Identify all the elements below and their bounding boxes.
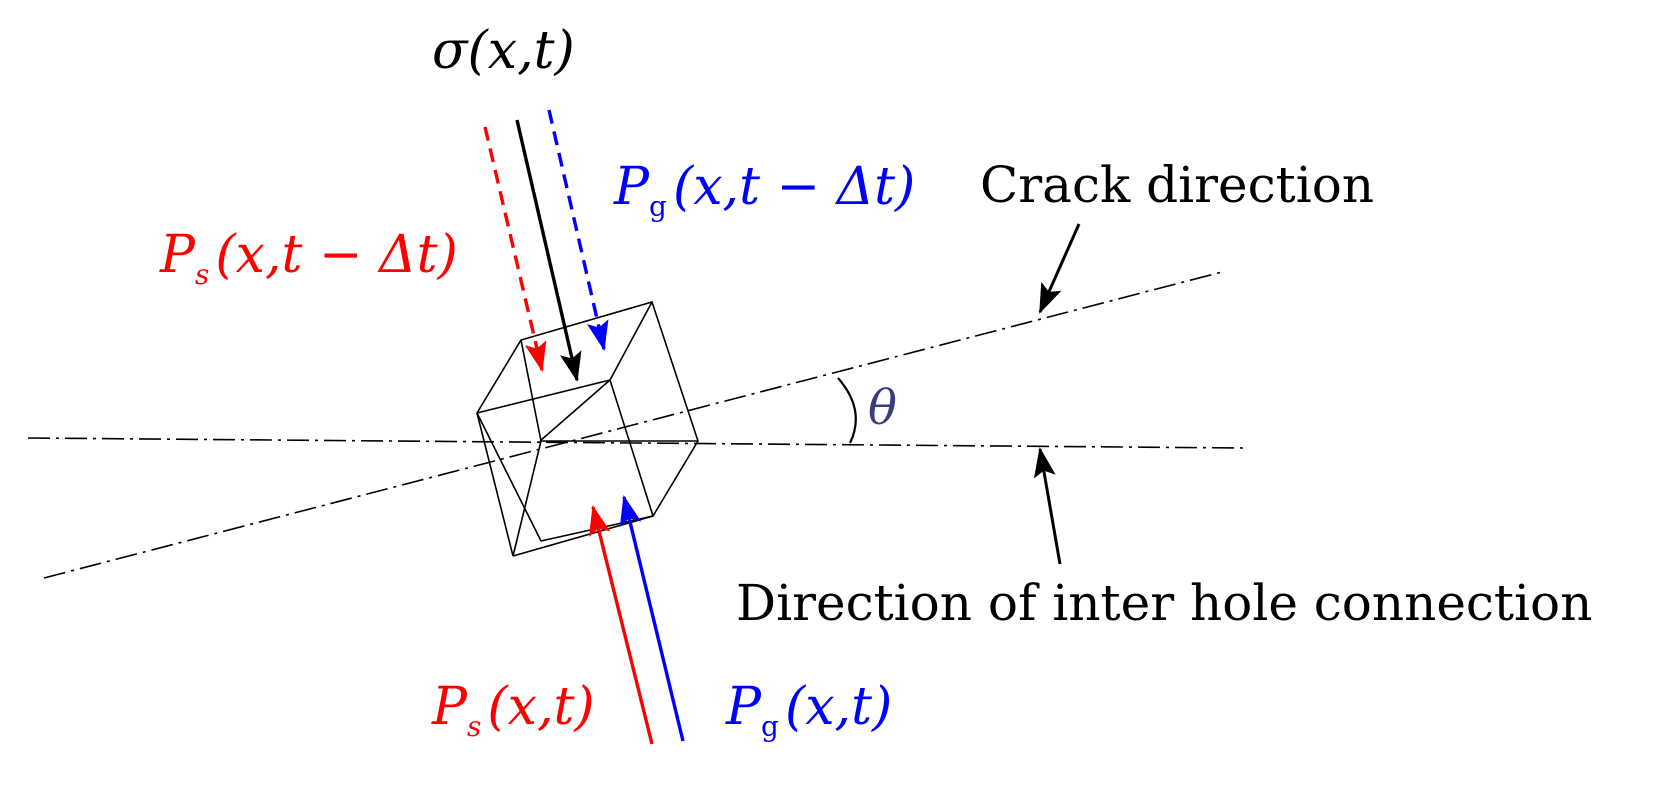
crack-direction-line	[43, 271, 1223, 579]
pg-current-label: Pg(x,t)	[725, 677, 892, 743]
pg-current-arrow	[619, 495, 685, 742]
ps-current-arrow	[589, 505, 654, 745]
pg-delayed-arrow	[547, 109, 609, 351]
pg-delayed-label: Pg(x,t − Δt)	[613, 157, 915, 223]
angle-label: θ	[868, 380, 897, 436]
connection-direction-pointer	[1033, 447, 1062, 565]
ps-current-label: Ps(x,t)	[431, 677, 595, 743]
connection-direction-line	[27, 437, 1244, 449]
stress-label: σ(x,t)	[432, 21, 575, 81]
crack-direction-pointer	[1038, 223, 1081, 314]
crack-direction-label: Crack direction	[980, 156, 1374, 214]
ps-delayed-label: Ps(x,t − Δt)	[159, 225, 458, 291]
cube-element	[476, 301, 699, 557]
connection-direction-label: Direction of inter hole connection	[736, 574, 1592, 632]
ps-delayed-arrow	[483, 126, 547, 372]
angle-arc	[837, 377, 857, 444]
stress-arrow	[515, 119, 582, 382]
